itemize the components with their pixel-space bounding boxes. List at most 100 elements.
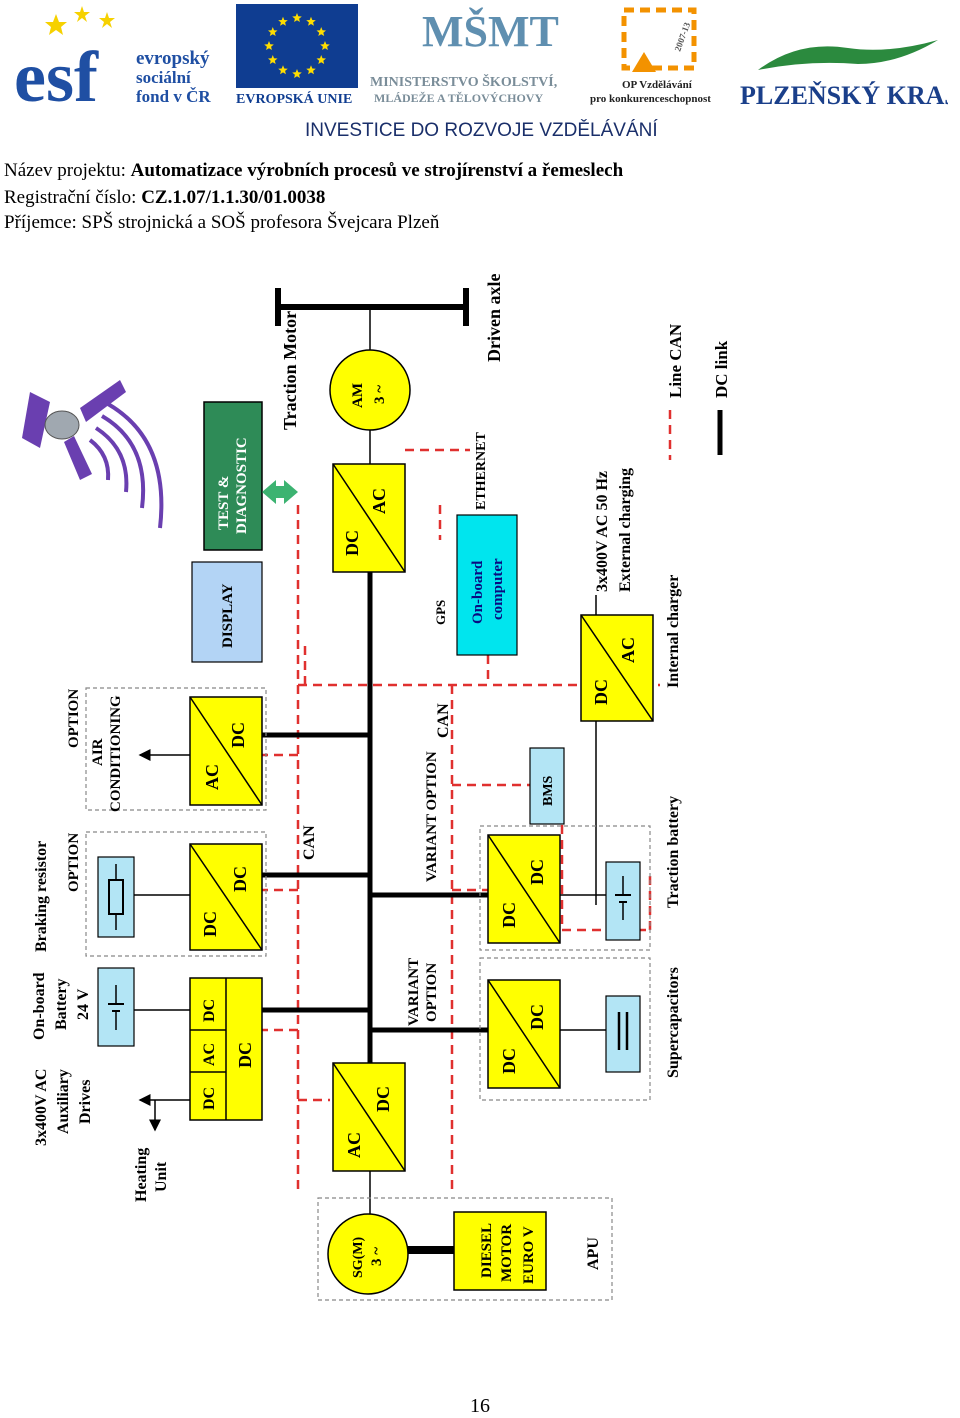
- op-arrow-icon: [632, 52, 656, 72]
- heating-unit-2: Unit: [153, 1161, 170, 1192]
- msmt-line1: MINISTERSTVO ŠKOLSTVÍ,: [370, 73, 557, 90]
- reg-line: Registrační číslo: CZ.1.07/1.1.30/01.003…: [4, 187, 325, 209]
- heating-unit-1: Heating: [133, 1148, 150, 1202]
- air-label: AIR: [90, 738, 106, 766]
- project-value: Automatizace výrobních procesů ve strojí…: [130, 160, 624, 181]
- diesel-motor-box: DIESEL MOTOR EURO V: [453, 1211, 547, 1291]
- dc-dc-supercapacitors: DC DC: [487, 979, 561, 1089]
- bms-box: BMS: [529, 747, 565, 825]
- battery-dc1: DC: [499, 902, 519, 928]
- traction-battery-label: Traction battery: [665, 796, 682, 908]
- reg-value: CZ.1.07/1.1.30/01.0038: [141, 187, 326, 208]
- legend-can: Line CAN: [666, 323, 685, 398]
- braking-resistor-label: Braking resistor: [33, 841, 50, 952]
- conditioning-label: CONDITIONING: [108, 695, 124, 812]
- am-phase-label: 3 ~: [372, 385, 388, 404]
- onboard-battery-3: 24 V: [75, 988, 92, 1020]
- braking-dc2: DC: [230, 866, 250, 892]
- ac-dc-air-conditioning: AC DC: [189, 696, 263, 806]
- aux-ac: AC: [201, 1043, 218, 1066]
- op-line2: pro konkurenceschopnost: [590, 93, 711, 105]
- option-label-2: OPTION: [66, 833, 82, 892]
- apu-label: APU: [585, 1237, 602, 1270]
- diesel-line2: MOTOR: [499, 1224, 515, 1282]
- traction-motor-circle: [329, 349, 411, 431]
- eu-star-icon: [278, 65, 288, 75]
- converter-boxes: DC AC DC AC AC DC DC DC DC DC: [189, 463, 654, 1172]
- diag-connector-arrow: [262, 480, 298, 504]
- eu-star-icon: [268, 27, 278, 36]
- investice-banner: INVESTICE DO ROZVOJE VZDĚLÁVÁNÍ: [305, 120, 658, 141]
- aux-dc-right: DC: [235, 1042, 255, 1068]
- eu-star-icon: [292, 69, 302, 78]
- can-label-top: CAN: [435, 703, 452, 738]
- generator-circle: [327, 1213, 409, 1295]
- variant-label-2a: VARIANT: [406, 958, 422, 1026]
- diagram-labels: Driven axle Traction Motor GPS ETHERNET …: [31, 274, 682, 1270]
- onboard-battery-1: On-board: [31, 972, 48, 1040]
- sg-phase-label: 3 ~: [369, 1247, 385, 1266]
- braking-resistor-box: [97, 856, 135, 938]
- hybrid-drive-diagram: AM 3 ~ DC AC DC AC AC DC DC DC: [22, 274, 731, 1301]
- esf-line1: evropský: [136, 48, 210, 69]
- supercapacitors-label: Supercapacitors: [665, 967, 682, 1078]
- am-label: AM: [350, 383, 366, 408]
- msmt-line2: MLÁDEŽE A TĚLOVÝCHOVY: [374, 91, 543, 104]
- reg-label: Registrační číslo:: [4, 187, 137, 208]
- eu-star-icon: [264, 41, 274, 50]
- display-label: DISPLAY: [220, 583, 236, 648]
- supercap-dc2: DC: [527, 1004, 547, 1030]
- can-lines: [262, 410, 672, 1195]
- esf-stars: [45, 6, 115, 35]
- diesel-line1: DIESEL: [479, 1223, 495, 1278]
- external-charging-2: External charging: [617, 468, 634, 592]
- diesel-line3: EURO V: [521, 1226, 537, 1284]
- eu-star-icon: [316, 55, 326, 64]
- aircon-ac: AC: [202, 764, 222, 790]
- gen-dc: DC: [373, 1086, 393, 1112]
- eu-star-icon: [278, 16, 288, 26]
- eu-star-icon: [268, 55, 278, 64]
- aux-dc-top: DC: [201, 999, 218, 1022]
- display-box: DISPLAY: [191, 561, 263, 663]
- driven-axle: [275, 288, 469, 326]
- sg-label: SG(M): [351, 1236, 366, 1278]
- aux-drives-1: 3x400V AC: [33, 1069, 50, 1147]
- aux-drives-2: Auxiliary: [55, 1069, 72, 1134]
- dc-ac-internal-charger: DC AC: [580, 614, 654, 722]
- project-line: Název projektu: Automatizace výrobních p…: [4, 160, 623, 182]
- supercap-dc1: DC: [499, 1048, 519, 1074]
- charger-ac: AC: [618, 637, 638, 663]
- dc-ac-traction-ac: AC: [369, 488, 389, 514]
- dc-ac-traction-dc: DC: [342, 530, 362, 556]
- option-label-1: OPTION: [66, 689, 82, 748]
- traction-motor-label: Traction Motor: [280, 311, 300, 430]
- op-logo: 2007-13 OP Vzdělávání pro konkurencescho…: [590, 7, 711, 105]
- supercapacitor-box: [605, 995, 641, 1073]
- op-badge: 2007-13: [672, 21, 692, 53]
- legend: Line CAN DC link: [666, 323, 731, 398]
- option-frames: [85, 687, 651, 1301]
- dc-ac-inverter-traction: DC AC: [332, 463, 406, 573]
- satellite-icon: [22, 380, 164, 529]
- eu-stars: [264, 13, 330, 78]
- ac-dc-generator-rectifier: AC DC: [332, 1062, 406, 1172]
- auxiliary-converter: DC AC DC DC: [189, 977, 263, 1121]
- eu-star-icon: [316, 27, 326, 36]
- aux-dc-bottom: DC: [201, 1087, 218, 1110]
- onboard-line2: computer: [490, 558, 506, 620]
- op-line1: OP Vzdělávání: [622, 79, 693, 91]
- gen-ac: AC: [344, 1132, 364, 1158]
- esf-line3: fond v ČR: [136, 87, 211, 106]
- gps-label: GPS: [433, 600, 448, 625]
- eu-star-icon: [306, 16, 316, 26]
- test-diagnostic-box: TEST & DIAGNOSTIC: [203, 401, 263, 551]
- esf-line2: sociální: [136, 68, 191, 87]
- onboard-battery-box: [97, 967, 135, 1047]
- legend-dc: DC link: [712, 340, 731, 398]
- msmt-brand: MŠMT: [422, 6, 559, 56]
- page-number: 16: [470, 1395, 490, 1417]
- onboard-computer-box: On-board computer: [456, 514, 518, 656]
- battery-dc2: DC: [527, 859, 547, 885]
- esf-logo: esf evropský sociální fond v ČR: [12, 4, 211, 108]
